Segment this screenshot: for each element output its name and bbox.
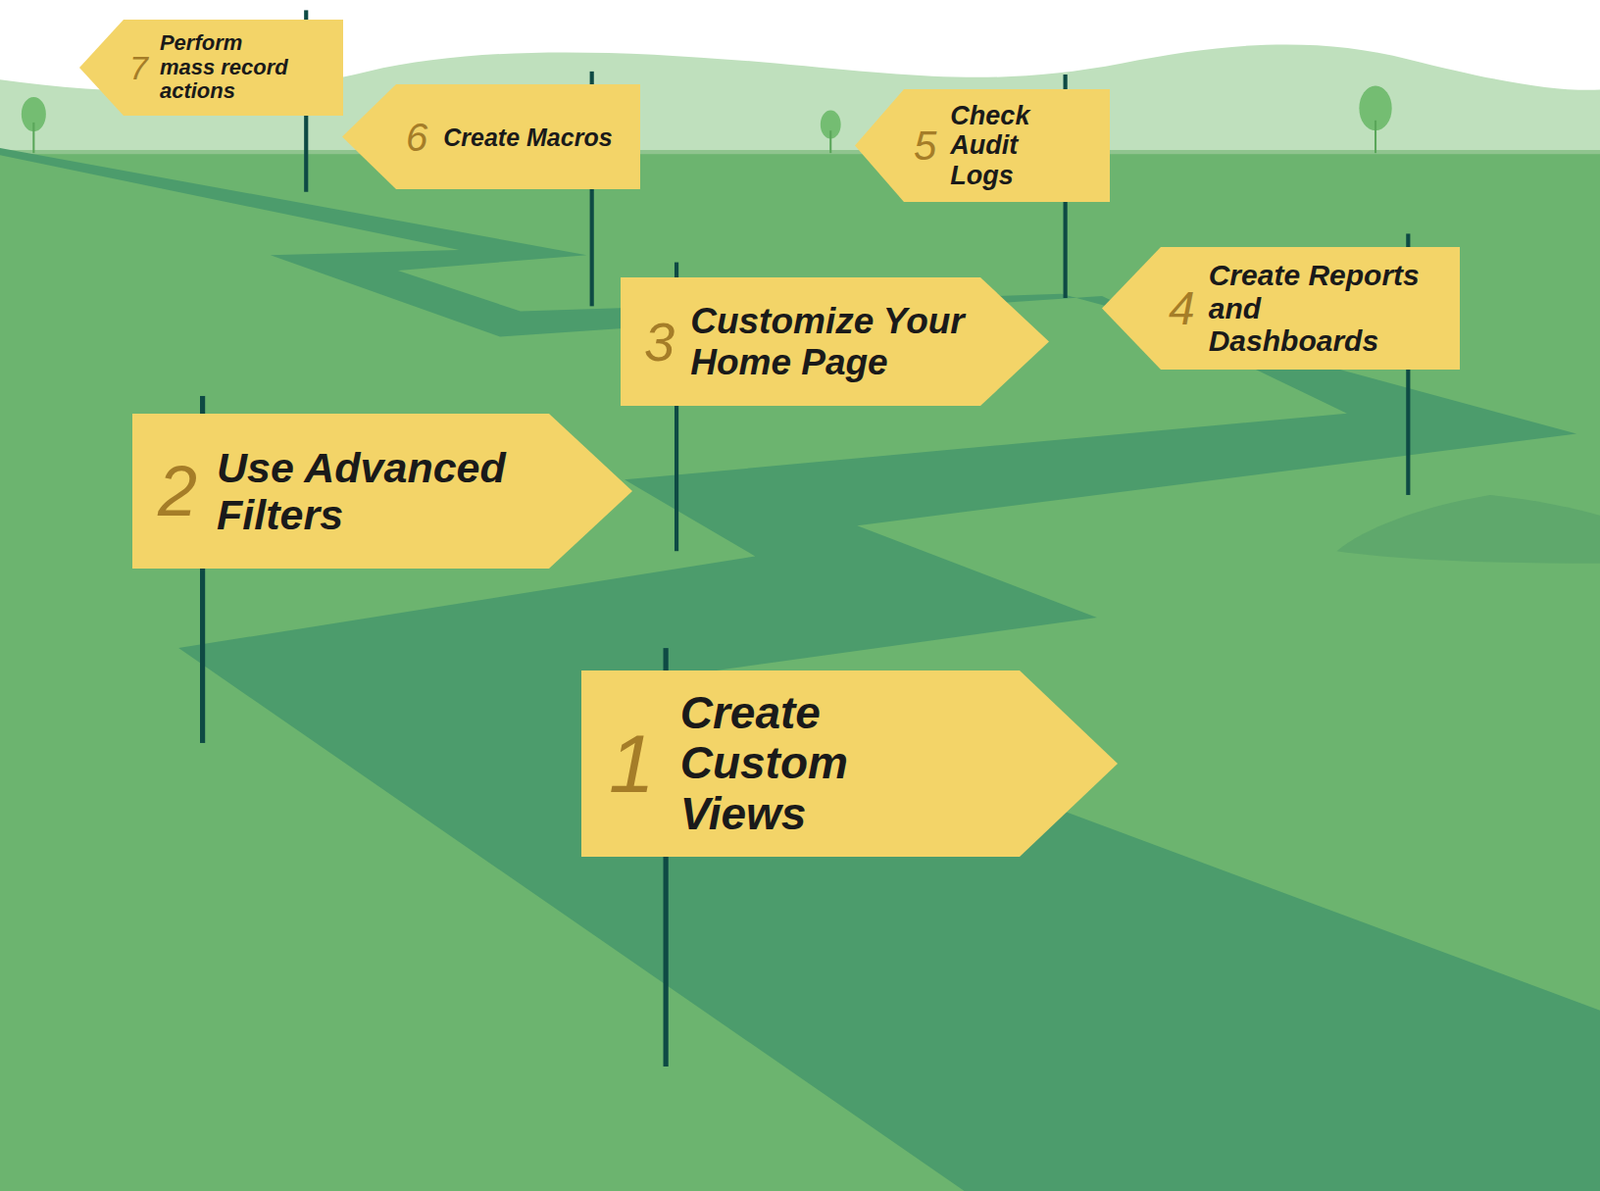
- signpost: 6 Create Macros: [342, 84, 641, 190]
- horizon: [0, 150, 1600, 154]
- mound: [1336, 495, 1600, 564]
- step-number: 4: [1168, 285, 1196, 333]
- sign-content: 7 Perform mass record actions: [79, 19, 344, 116]
- sign-shape: [132, 413, 633, 569]
- step-number: 6: [405, 117, 428, 157]
- sign-shape: [854, 89, 1110, 202]
- sign-content: 1 Create Custom Views: [581, 670, 1118, 857]
- sign-content: 6 Create Macros: [342, 84, 641, 190]
- sign-shape: [620, 277, 1050, 406]
- sign-shape: [79, 19, 344, 116]
- winding-path: [0, 148, 1600, 1191]
- step-label: Use Advanced Filters: [216, 444, 534, 539]
- sky: [0, 0, 1600, 153]
- step-number: 1: [608, 722, 655, 805]
- step-number: 5: [913, 125, 937, 167]
- step-label: Create Reports and Dashboards: [1208, 258, 1433, 358]
- signpost: 5 Check Audit Logs: [854, 89, 1110, 202]
- signpost: 7 Perform mass record actions: [79, 19, 344, 116]
- step-label: Customize Your Home Page: [690, 300, 966, 383]
- signpost: 4Create Reports and Dashboards: [1101, 247, 1460, 370]
- step-number: 3: [644, 314, 675, 370]
- signpost: 1 Create Custom Views: [581, 670, 1118, 857]
- sign-content: 2Use Advanced Filters: [132, 413, 633, 569]
- sign-shape: [1101, 247, 1460, 370]
- signpost: 3 Customize Your Home Page: [620, 277, 1050, 406]
- sign-content: 4Create Reports and Dashboards: [1101, 247, 1460, 370]
- sign-board: [132, 413, 633, 569]
- step-number: 2: [157, 455, 198, 527]
- sign-content: 3 Customize Your Home Page: [620, 277, 1050, 406]
- signpost: 2Use Advanced Filters: [132, 413, 633, 569]
- step-label: Create Macros: [443, 123, 612, 151]
- sign-shape: [581, 670, 1118, 857]
- sign-content: 5 Check Audit Logs: [854, 89, 1110, 202]
- step-label: Perform mass record actions: [159, 31, 302, 104]
- sign-shape: [342, 84, 641, 190]
- step-number: 7: [129, 50, 149, 85]
- step-label: Create Custom Views: [680, 688, 979, 841]
- sign-board: [581, 670, 1118, 857]
- step-label: Check Audit Logs: [950, 100, 1083, 191]
